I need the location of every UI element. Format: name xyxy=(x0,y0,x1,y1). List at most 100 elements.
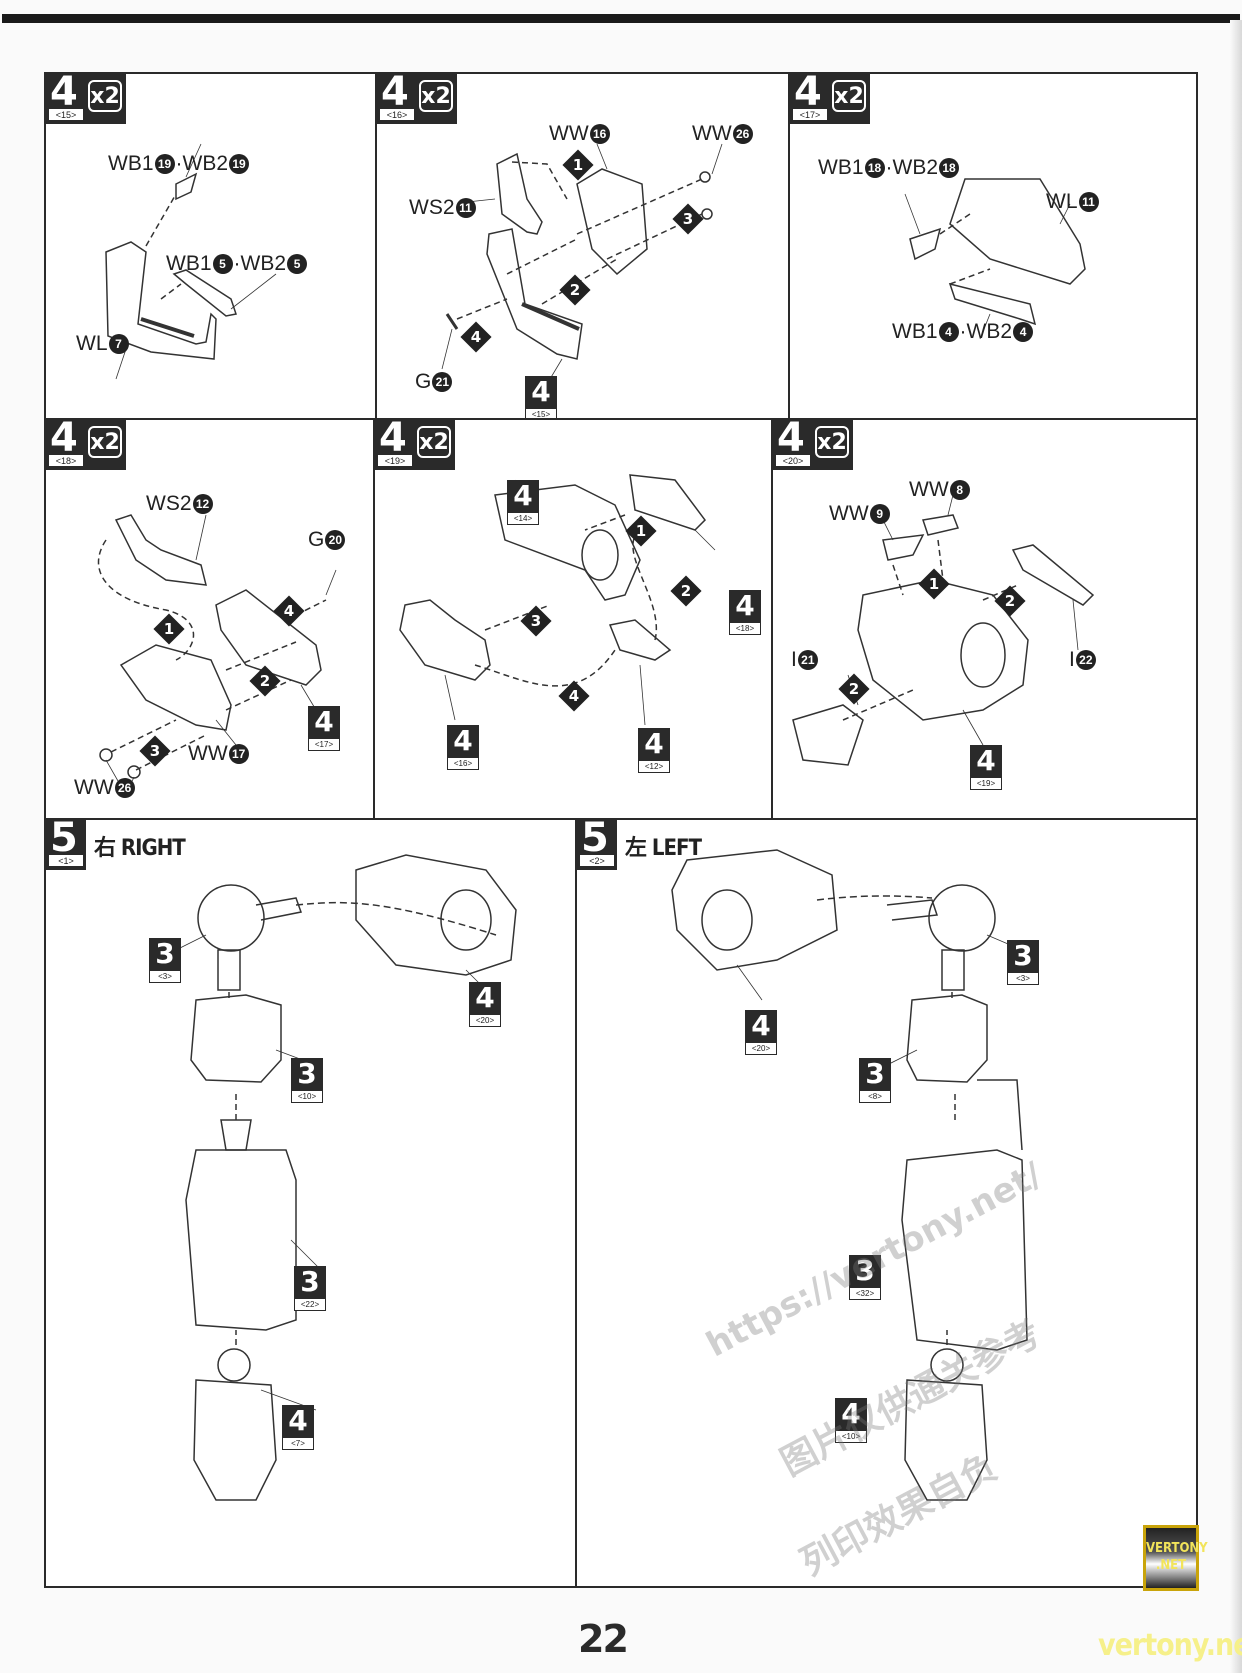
substep-marker: 2 xyxy=(670,575,702,607)
substep-marker: 2 xyxy=(249,665,281,697)
page-edge-shadow xyxy=(1230,20,1242,1673)
step-sub: <15> xyxy=(48,108,84,121)
substep-marker: 2 xyxy=(994,585,1026,617)
quantity-badge: x2 xyxy=(417,426,451,458)
step-number: 4 xyxy=(777,418,805,461)
part-illustration xyxy=(97,514,337,796)
part-reference: 4<10> xyxy=(835,1398,867,1443)
step-header: 5<2> xyxy=(577,820,617,870)
part-illustration xyxy=(399,474,716,726)
step-header: 4<19> x2 xyxy=(375,420,455,470)
part-reference: 4<7> xyxy=(282,1405,314,1450)
part-reference: 4<18> xyxy=(729,590,761,635)
substep-marker: 3 xyxy=(520,605,552,637)
substep-marker: 1 xyxy=(562,149,594,181)
watermark-badge: VERTONY .NET xyxy=(1143,1525,1208,1591)
side-label-left: 左 LEFT xyxy=(625,836,702,861)
side-label-right: 右 RIGHT xyxy=(94,836,186,861)
step-header: 4<20> x2 xyxy=(773,420,853,470)
step-sub: <16> xyxy=(379,108,415,121)
panel-step-4-19: 4<19> x2 1 2 3 4 4<14> 4<18> 4<16> 4<12> xyxy=(373,418,773,820)
panel-step-5-right: 5<1> 右 RIGHT 3<3> 4<20> 3<10> 3<22> xyxy=(44,818,589,1588)
substep-marker: 1 xyxy=(625,515,657,547)
part-reference: 4<16> xyxy=(447,725,479,770)
part-reference: 3<10> xyxy=(291,1058,323,1103)
part-reference: 3<3> xyxy=(1007,940,1039,985)
part-reference: 3<32> xyxy=(849,1255,881,1300)
step-header: 4<15> x2 xyxy=(46,74,126,124)
substep-marker: 4 xyxy=(273,595,305,627)
part-reference: 4<19> xyxy=(970,745,1002,790)
step-header: 4<17> x2 xyxy=(790,74,870,124)
step-header: 4<16> x2 xyxy=(377,74,457,124)
quantity-badge: x2 xyxy=(815,426,849,458)
page-number: 22 xyxy=(578,1617,629,1661)
part-reference: 4<20> xyxy=(745,1010,777,1055)
step-header: 4<18> x2 xyxy=(46,420,126,470)
quantity-badge: x2 xyxy=(419,80,453,112)
step-number: 4 xyxy=(50,418,78,461)
part-reference: 4<15> xyxy=(525,376,557,418)
substep-marker: 1 xyxy=(918,568,950,600)
step-number: 4 xyxy=(381,72,409,115)
watermark-site: vertony.net xyxy=(1098,1628,1242,1663)
quantity-badge: x2 xyxy=(832,80,866,112)
step-number: 4 xyxy=(50,72,78,115)
quantity-badge: x2 xyxy=(88,80,122,112)
step-sub: <18> xyxy=(48,454,84,467)
part-illustration xyxy=(175,854,517,1501)
top-border xyxy=(2,14,1240,23)
part-reference: 4<17> xyxy=(308,706,340,751)
part-reference: 3<22> xyxy=(294,1266,326,1311)
step-sub: <17> xyxy=(792,108,828,121)
substep-marker: 2 xyxy=(838,673,870,705)
part-reference: 4<14> xyxy=(507,480,539,525)
step-header: 5<1> xyxy=(46,820,86,870)
part-illustration xyxy=(441,143,723,385)
step-number: 5 xyxy=(581,818,609,861)
substep-marker: 4 xyxy=(558,680,590,712)
part-illustration xyxy=(904,178,1086,340)
panel-step-5-left: 5<2> 左 LEFT 4<20> 3<3> 3<8> 3<32> 4<10> xyxy=(575,818,1198,1588)
step-sub: <19> xyxy=(377,454,413,467)
step-sub: <1> xyxy=(48,854,84,867)
part-reference: 3<3> xyxy=(149,938,181,983)
step-sub: <20> xyxy=(775,454,811,467)
part-illustration xyxy=(105,143,277,380)
substep-marker: 3 xyxy=(139,735,171,767)
part-illustration xyxy=(671,849,1028,1501)
part-reference: 4<20> xyxy=(469,982,501,1027)
substep-marker: 1 xyxy=(153,613,185,645)
substep-marker: 2 xyxy=(559,274,591,306)
substep-marker: 4 xyxy=(460,321,492,353)
part-reference: 3<8> xyxy=(859,1058,891,1103)
step-sub: <2> xyxy=(579,854,615,867)
part-reference: 4<12> xyxy=(638,728,670,773)
step-number: 5 xyxy=(50,818,78,861)
step-number: 4 xyxy=(379,418,407,461)
quantity-badge: x2 xyxy=(88,426,122,458)
step-number: 4 xyxy=(794,72,822,115)
